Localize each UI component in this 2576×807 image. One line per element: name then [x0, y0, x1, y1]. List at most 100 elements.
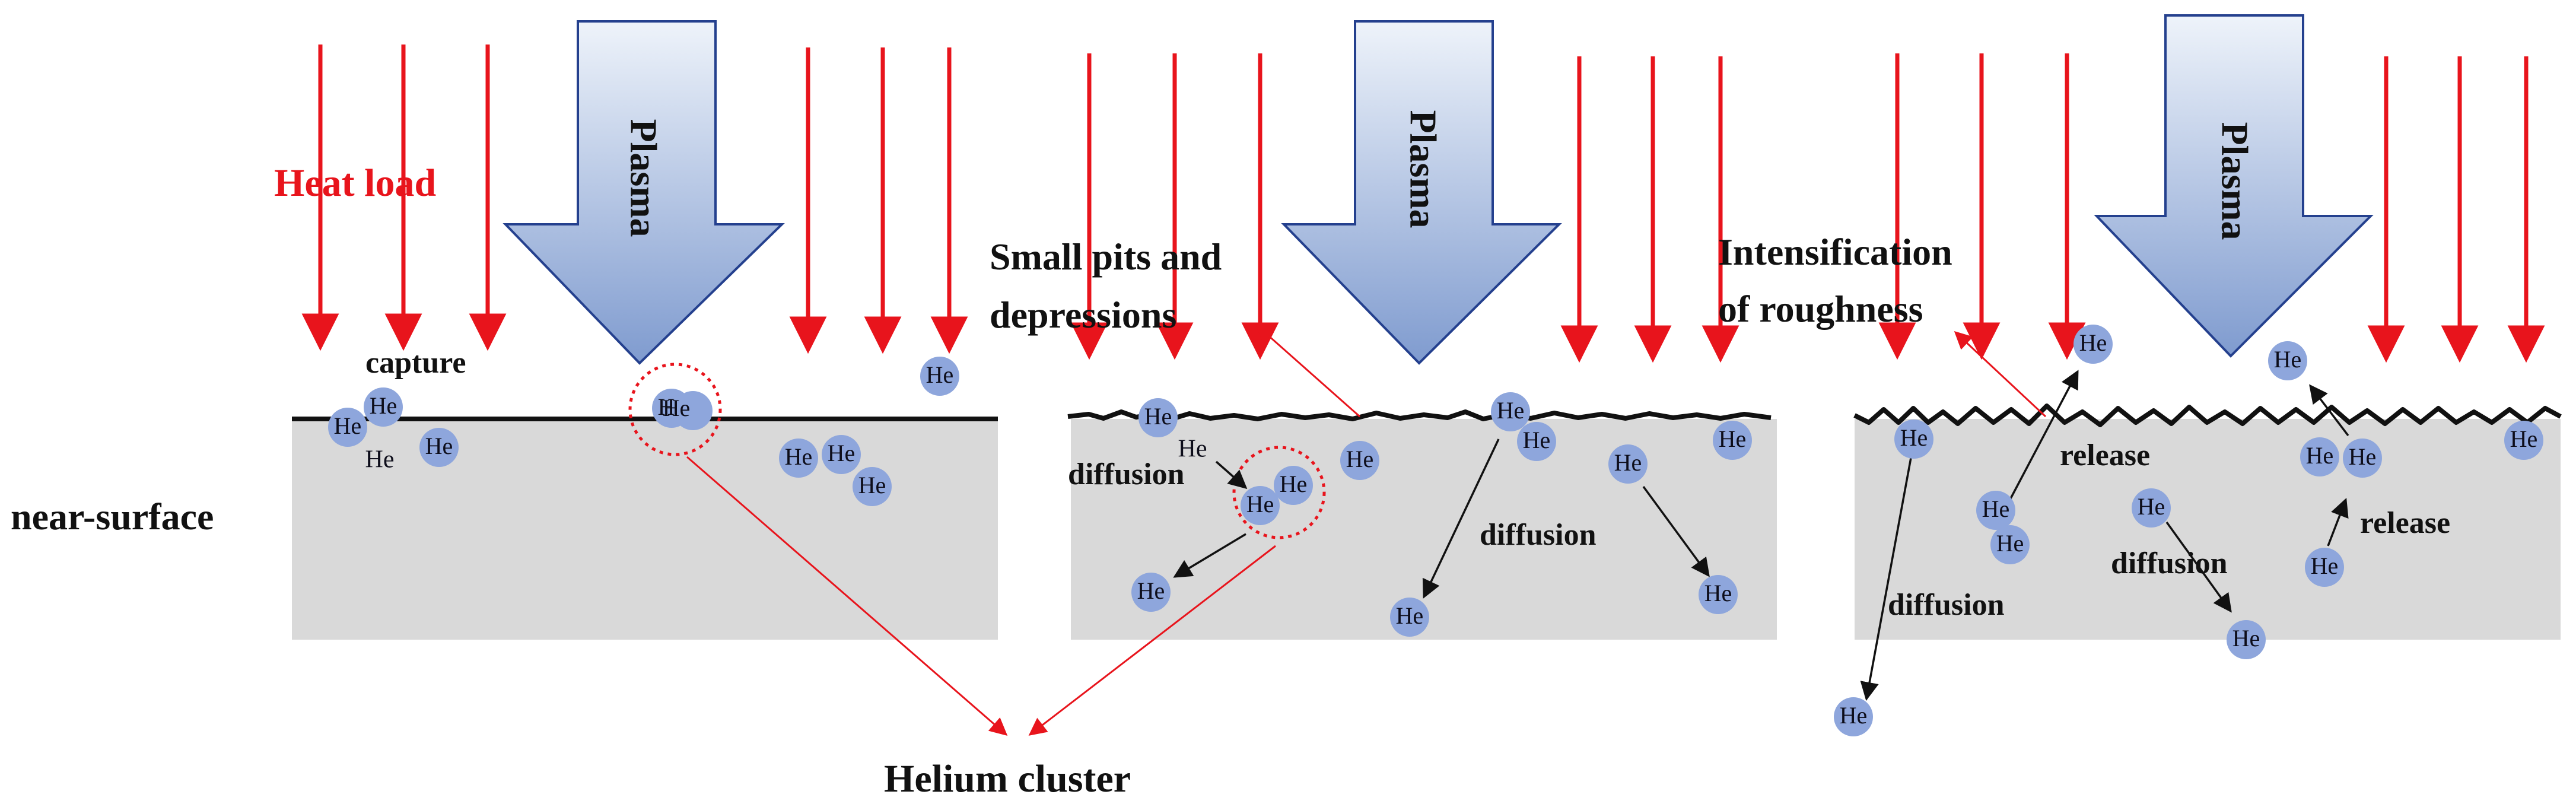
helium-atom: He	[1241, 486, 1280, 525]
diffusion-arrow	[1860, 454, 1913, 701]
surface-line-rough-strong	[1853, 404, 2562, 427]
helium-cluster-label: Helium cluster	[884, 757, 1131, 800]
svg-text:He: He	[2138, 493, 2165, 520]
svg-text:He: He	[370, 392, 397, 419]
helium-label-free: He	[1178, 436, 1207, 463]
svg-text:He: He	[663, 395, 691, 421]
heat-load-label: Heat load	[274, 161, 436, 205]
diffusion-label: diffusion	[1480, 518, 1597, 552]
svg-text:He: He	[1719, 425, 1747, 452]
svg-text:He: He	[785, 443, 813, 470]
diffusion-label: diffusion	[2111, 547, 2228, 580]
svg-text:He: He	[2349, 443, 2377, 470]
svg-text:He: He	[1396, 602, 1424, 629]
helium-atom: He	[328, 408, 367, 447]
svg-text:He: He	[2510, 425, 2538, 452]
svg-text:He: He	[1497, 397, 1525, 424]
helium-atom: He	[1131, 573, 1171, 612]
svg-text:He: He	[1280, 471, 1308, 497]
helium-atom: He	[2305, 548, 2344, 587]
diffusion-arrow	[1215, 460, 1248, 490]
near-surface-label: near-surface	[11, 495, 214, 538]
helium-atoms: He He He He He He He He He He He He He H…	[328, 325, 2543, 736]
svg-text:He: He	[1704, 580, 1732, 606]
release-arrow	[2309, 384, 2349, 437]
plasma-arrow-1: Plasma	[503, 20, 785, 365]
svg-text:He: He	[1346, 446, 1374, 472]
helium-atom: He	[2132, 488, 2171, 528]
cluster-link-arrow	[686, 456, 1008, 736]
diffusion-arrow	[1642, 485, 1710, 577]
plasma-arrow-2: Plasma	[1281, 20, 1562, 365]
helium-atom: He	[920, 357, 959, 396]
release-arrow	[2009, 370, 2079, 500]
helium-atom: He	[1517, 422, 1556, 461]
helium-atom: He	[2227, 620, 2266, 659]
helium-atom: He	[1713, 421, 1752, 460]
intensification-label-line1: Intensification	[1718, 231, 1952, 273]
plasma-label: Plasma	[622, 119, 664, 237]
helium-atom: He	[1340, 441, 1379, 480]
plasma-label: Plasma	[2214, 122, 2256, 240]
small-pits-label-line1: Small pits and	[990, 236, 1222, 278]
heat-load-arrows	[301, 45, 2545, 363]
svg-text:He: He	[2274, 346, 2302, 373]
helium-atom: He	[1491, 392, 1530, 431]
svg-text:He: He	[1614, 449, 1642, 476]
helium-atom: He	[1699, 575, 1738, 614]
cluster-highlight-circle	[628, 363, 722, 456]
helium-atom: He	[822, 435, 861, 474]
helium-atom: He	[1138, 398, 1178, 437]
release-label: release	[2360, 506, 2450, 540]
svg-text:He: He	[1900, 424, 1928, 451]
release-arrow	[2327, 498, 2349, 547]
svg-text:He: He	[2306, 442, 2334, 469]
svg-text:He: He	[1996, 530, 2024, 557]
svg-text:He: He	[1137, 577, 1165, 604]
helium-atom: He	[1390, 598, 1429, 637]
svg-text:He: He	[828, 440, 856, 466]
helium-atom: He	[853, 467, 892, 506]
helium-atom: He	[2073, 325, 2113, 364]
helium-atom: He	[1894, 420, 1933, 459]
small-pits-label-line2: depressions	[990, 294, 1176, 336]
svg-text:He: He	[1982, 495, 2010, 522]
cluster-highlight-circle	[1232, 446, 1326, 539]
capture-label: capture	[365, 346, 466, 380]
helium-atom: He	[1834, 697, 1873, 736]
svg-text:He: He	[334, 412, 362, 439]
svg-text:He: He	[926, 361, 954, 388]
helium-atom: He	[779, 439, 818, 478]
cluster-link-arrow	[1028, 545, 1276, 736]
helium-atom: He	[663, 391, 713, 430]
diffusion-label: diffusion	[1068, 457, 1185, 491]
release-label: release	[2060, 439, 2150, 472]
svg-text:He: He	[2311, 552, 2339, 579]
svg-text:He: He	[1144, 403, 1172, 430]
roughness-pointer-arrow	[1954, 331, 2047, 418]
helium-atom: He	[2343, 439, 2382, 478]
svg-text:He: He	[1523, 427, 1551, 453]
svg-text:He: He	[425, 433, 453, 459]
helium-atom: He	[2504, 421, 2543, 460]
plasma-arrow-3: Plasma	[2094, 14, 2374, 358]
substrate-panel-2	[1071, 419, 1777, 640]
helium-atom: He	[364, 387, 403, 427]
diffusion-arrow	[1173, 533, 1246, 578]
pits-pointer-arrow	[1255, 324, 1360, 418]
diffusion-label: diffusion	[1888, 588, 2005, 622]
helium-atom: He	[419, 428, 459, 467]
svg-text:He: He	[1246, 491, 1274, 517]
helium-atom: He	[1976, 491, 2015, 530]
svg-text:He: He	[2079, 329, 2107, 356]
helium-atom: He	[2268, 341, 2307, 380]
svg-text:He: He	[858, 472, 886, 498]
diffusion-arrow	[2165, 521, 2232, 613]
helium-atom: He	[1274, 466, 1313, 505]
helium-atom: He	[1990, 525, 2030, 564]
svg-text:He: He	[2232, 625, 2260, 652]
plasma-label: Plasma	[1402, 110, 1444, 228]
diffusion-arrow	[1422, 439, 1500, 599]
intensification-label-line2: of roughness	[1718, 288, 1923, 330]
